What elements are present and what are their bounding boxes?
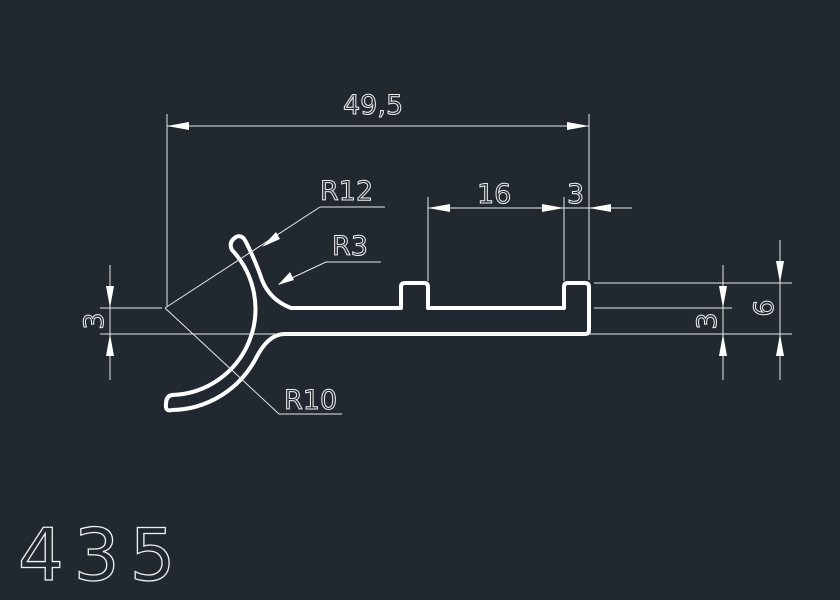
extrusion-profile [163,234,591,413]
leader-r12 [164,206,385,309]
dim-label-slot-width: 16 [477,179,511,210]
radius-label-r10: R10 [284,385,337,416]
dimension-slot-width [427,197,632,281]
dim-label-tab-width: 3 [567,179,584,210]
dim-label-left-thickness: 3 [79,312,110,329]
leader-r10 [164,307,342,415]
dimension-overall-width [166,114,590,306]
radius-label-r3: R3 [332,231,368,262]
dim-label-right-thickness: 3 [692,312,723,329]
dim-label-total-height: 6 [749,299,780,316]
dim-label-overall-width: 49,5 [343,90,403,121]
part-number: 435 [18,513,185,597]
radius-label-r12: R12 [320,176,373,207]
dimension-right-heights [594,240,792,380]
leader-r3 [278,261,381,285]
dimension-left-thickness [100,265,595,380]
